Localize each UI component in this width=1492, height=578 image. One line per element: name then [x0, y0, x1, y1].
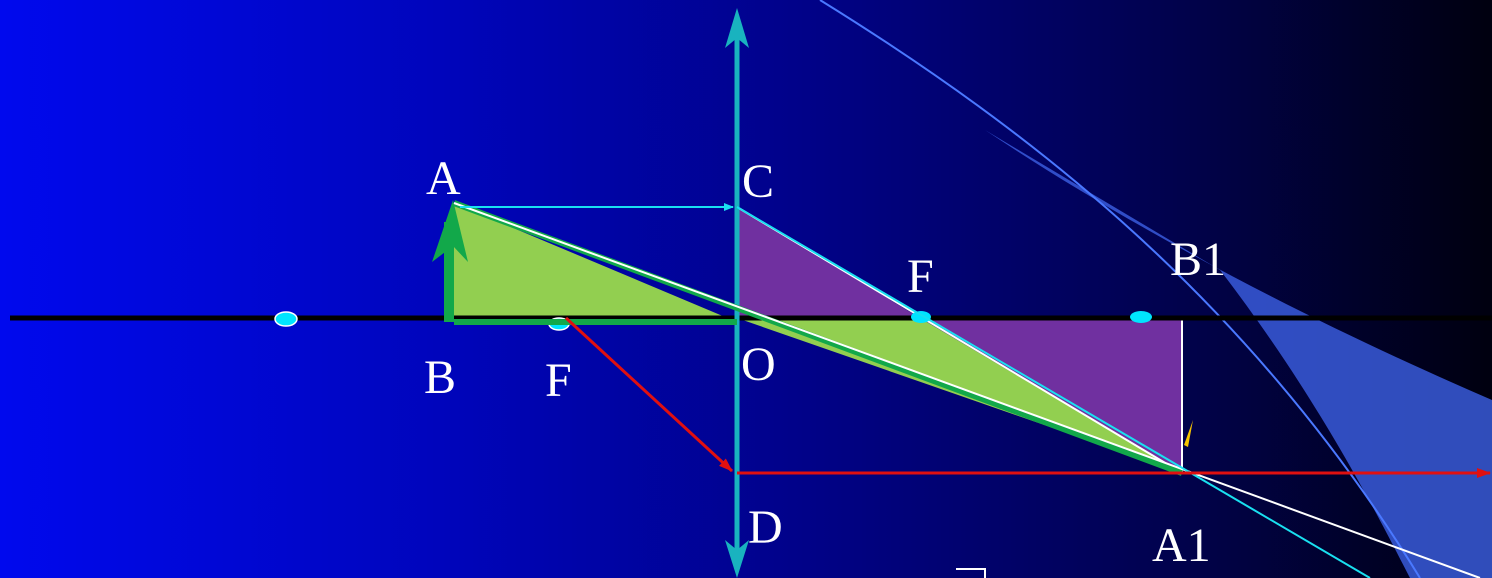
image-tick — [1184, 420, 1193, 447]
bracket-mark — [956, 568, 986, 578]
label-f-right: F — [907, 250, 934, 303]
label-c: C — [742, 155, 775, 208]
ray-central-white — [453, 202, 1481, 578]
object-arrowhead — [432, 200, 468, 262]
ray-through-focus-right — [736, 206, 1371, 578]
label-a: A — [426, 152, 461, 205]
marker-2f-right — [1130, 311, 1152, 323]
label-b1: B1 — [1170, 233, 1227, 286]
triangle-object — [454, 203, 737, 322]
label-f-left: F — [545, 354, 572, 407]
decorative-band — [985, 130, 1492, 578]
marker-2f-left — [274, 311, 298, 327]
label-a1: A1 — [1152, 519, 1211, 572]
label-o: O — [741, 338, 776, 391]
lens-arrow-bottom — [725, 540, 749, 578]
lens-arrow-top — [725, 8, 749, 48]
ray-focal-in — [564, 316, 734, 473]
label-d: D — [748, 501, 783, 554]
label-b: B — [424, 351, 457, 404]
decorative-arc — [819, 0, 1421, 578]
marker-focus-right — [911, 311, 931, 323]
